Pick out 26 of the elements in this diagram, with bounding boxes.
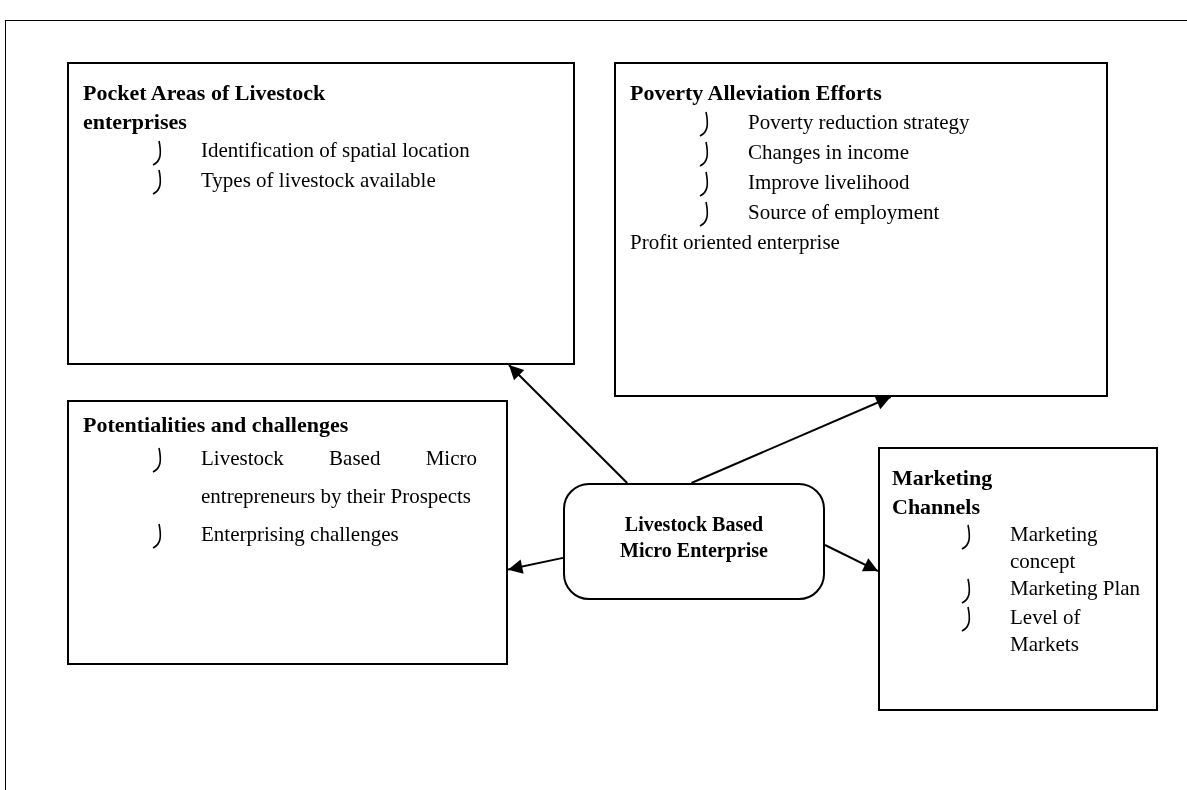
bullet-text: Enterprising challenges [201,521,399,548]
text-box [614,62,1108,397]
bullet-text: Identification of spatial location [201,137,470,164]
bullet-text: Level of Markets [1010,603,1082,658]
bullet-text: Improve livelihood [748,169,910,196]
arrow [507,364,629,484]
text-box [878,447,1158,711]
bullet-text: Marketing Plan [1010,575,1141,602]
note-text: Profit oriented enterprise [630,229,840,256]
text-box [67,400,508,665]
bullet-text: Source of employment [748,199,940,226]
arrow [507,556,564,574]
bullet-text: Marketing concept [1010,521,1099,575]
box-heading: Marketing Channels [892,464,994,521]
box-heading: Poverty Alleviation Efforts [630,79,883,107]
rounded-box [563,483,825,600]
box-heading: Potentialities and challenges [83,411,350,439]
arrow [824,544,879,573]
bullet-text: Changes in income [748,139,909,166]
bullet-text: Livestock Based Micro entrepreneurs by their Prospects [201,445,477,510]
bullet-text: Poverty reduction strategy [748,109,970,136]
text-box [67,62,575,365]
bullet-text: Types of livestock available [201,166,436,194]
box-label: Livestock Based Micro Enterprise [619,512,769,563]
arrow [690,396,892,484]
box-heading: Pocket Areas of Livestock enterprises [83,79,327,136]
